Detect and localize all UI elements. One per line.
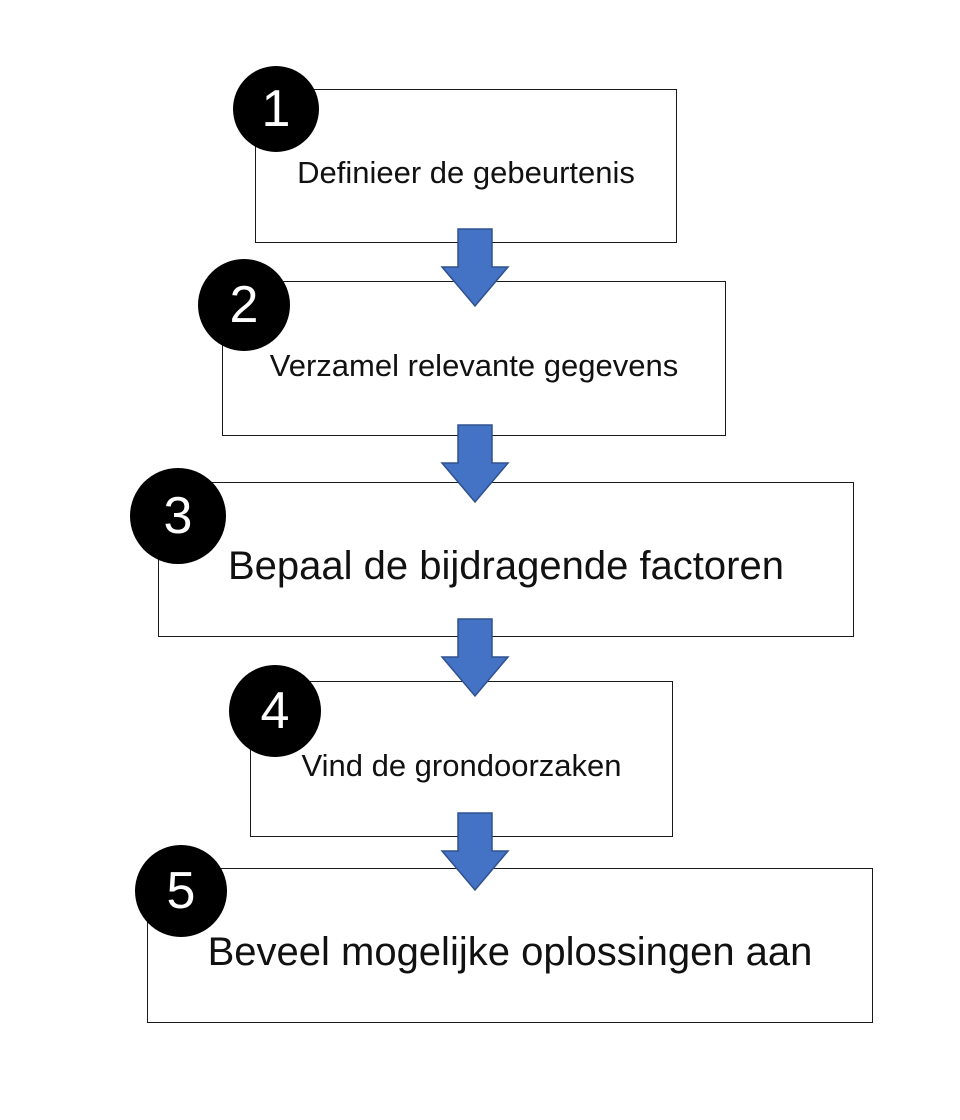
step-label-3: Bepaal de bijdragende factoren — [228, 544, 784, 588]
down-arrow-icon — [440, 618, 510, 698]
step-label-2: Verzamel relevante gegevens — [269, 347, 679, 383]
step-label-1: Definieer de gebeurtenis — [297, 155, 635, 190]
step-number-badge-3: 3 — [130, 468, 226, 564]
step-label-5: Beveel mogelijke oplossingen aan — [207, 930, 813, 974]
down-arrow-icon — [440, 228, 510, 308]
step-box-1: Definieer de gebeurtenis — [255, 89, 677, 243]
step-label-4: Vind de grondoorzaken — [301, 748, 622, 783]
step-number-badge-1: 1 — [233, 66, 319, 152]
step-number-badge-2: 2 — [198, 259, 290, 351]
step-number-badge-4: 4 — [229, 665, 321, 757]
step-box-5: Beveel mogelijke oplossingen aan — [147, 868, 873, 1023]
down-arrow-icon — [440, 812, 510, 892]
down-arrow-icon — [440, 424, 510, 504]
step-number-badge-5: 5 — [135, 845, 227, 937]
step-box-3: Bepaal de bijdragende factoren — [158, 482, 854, 637]
